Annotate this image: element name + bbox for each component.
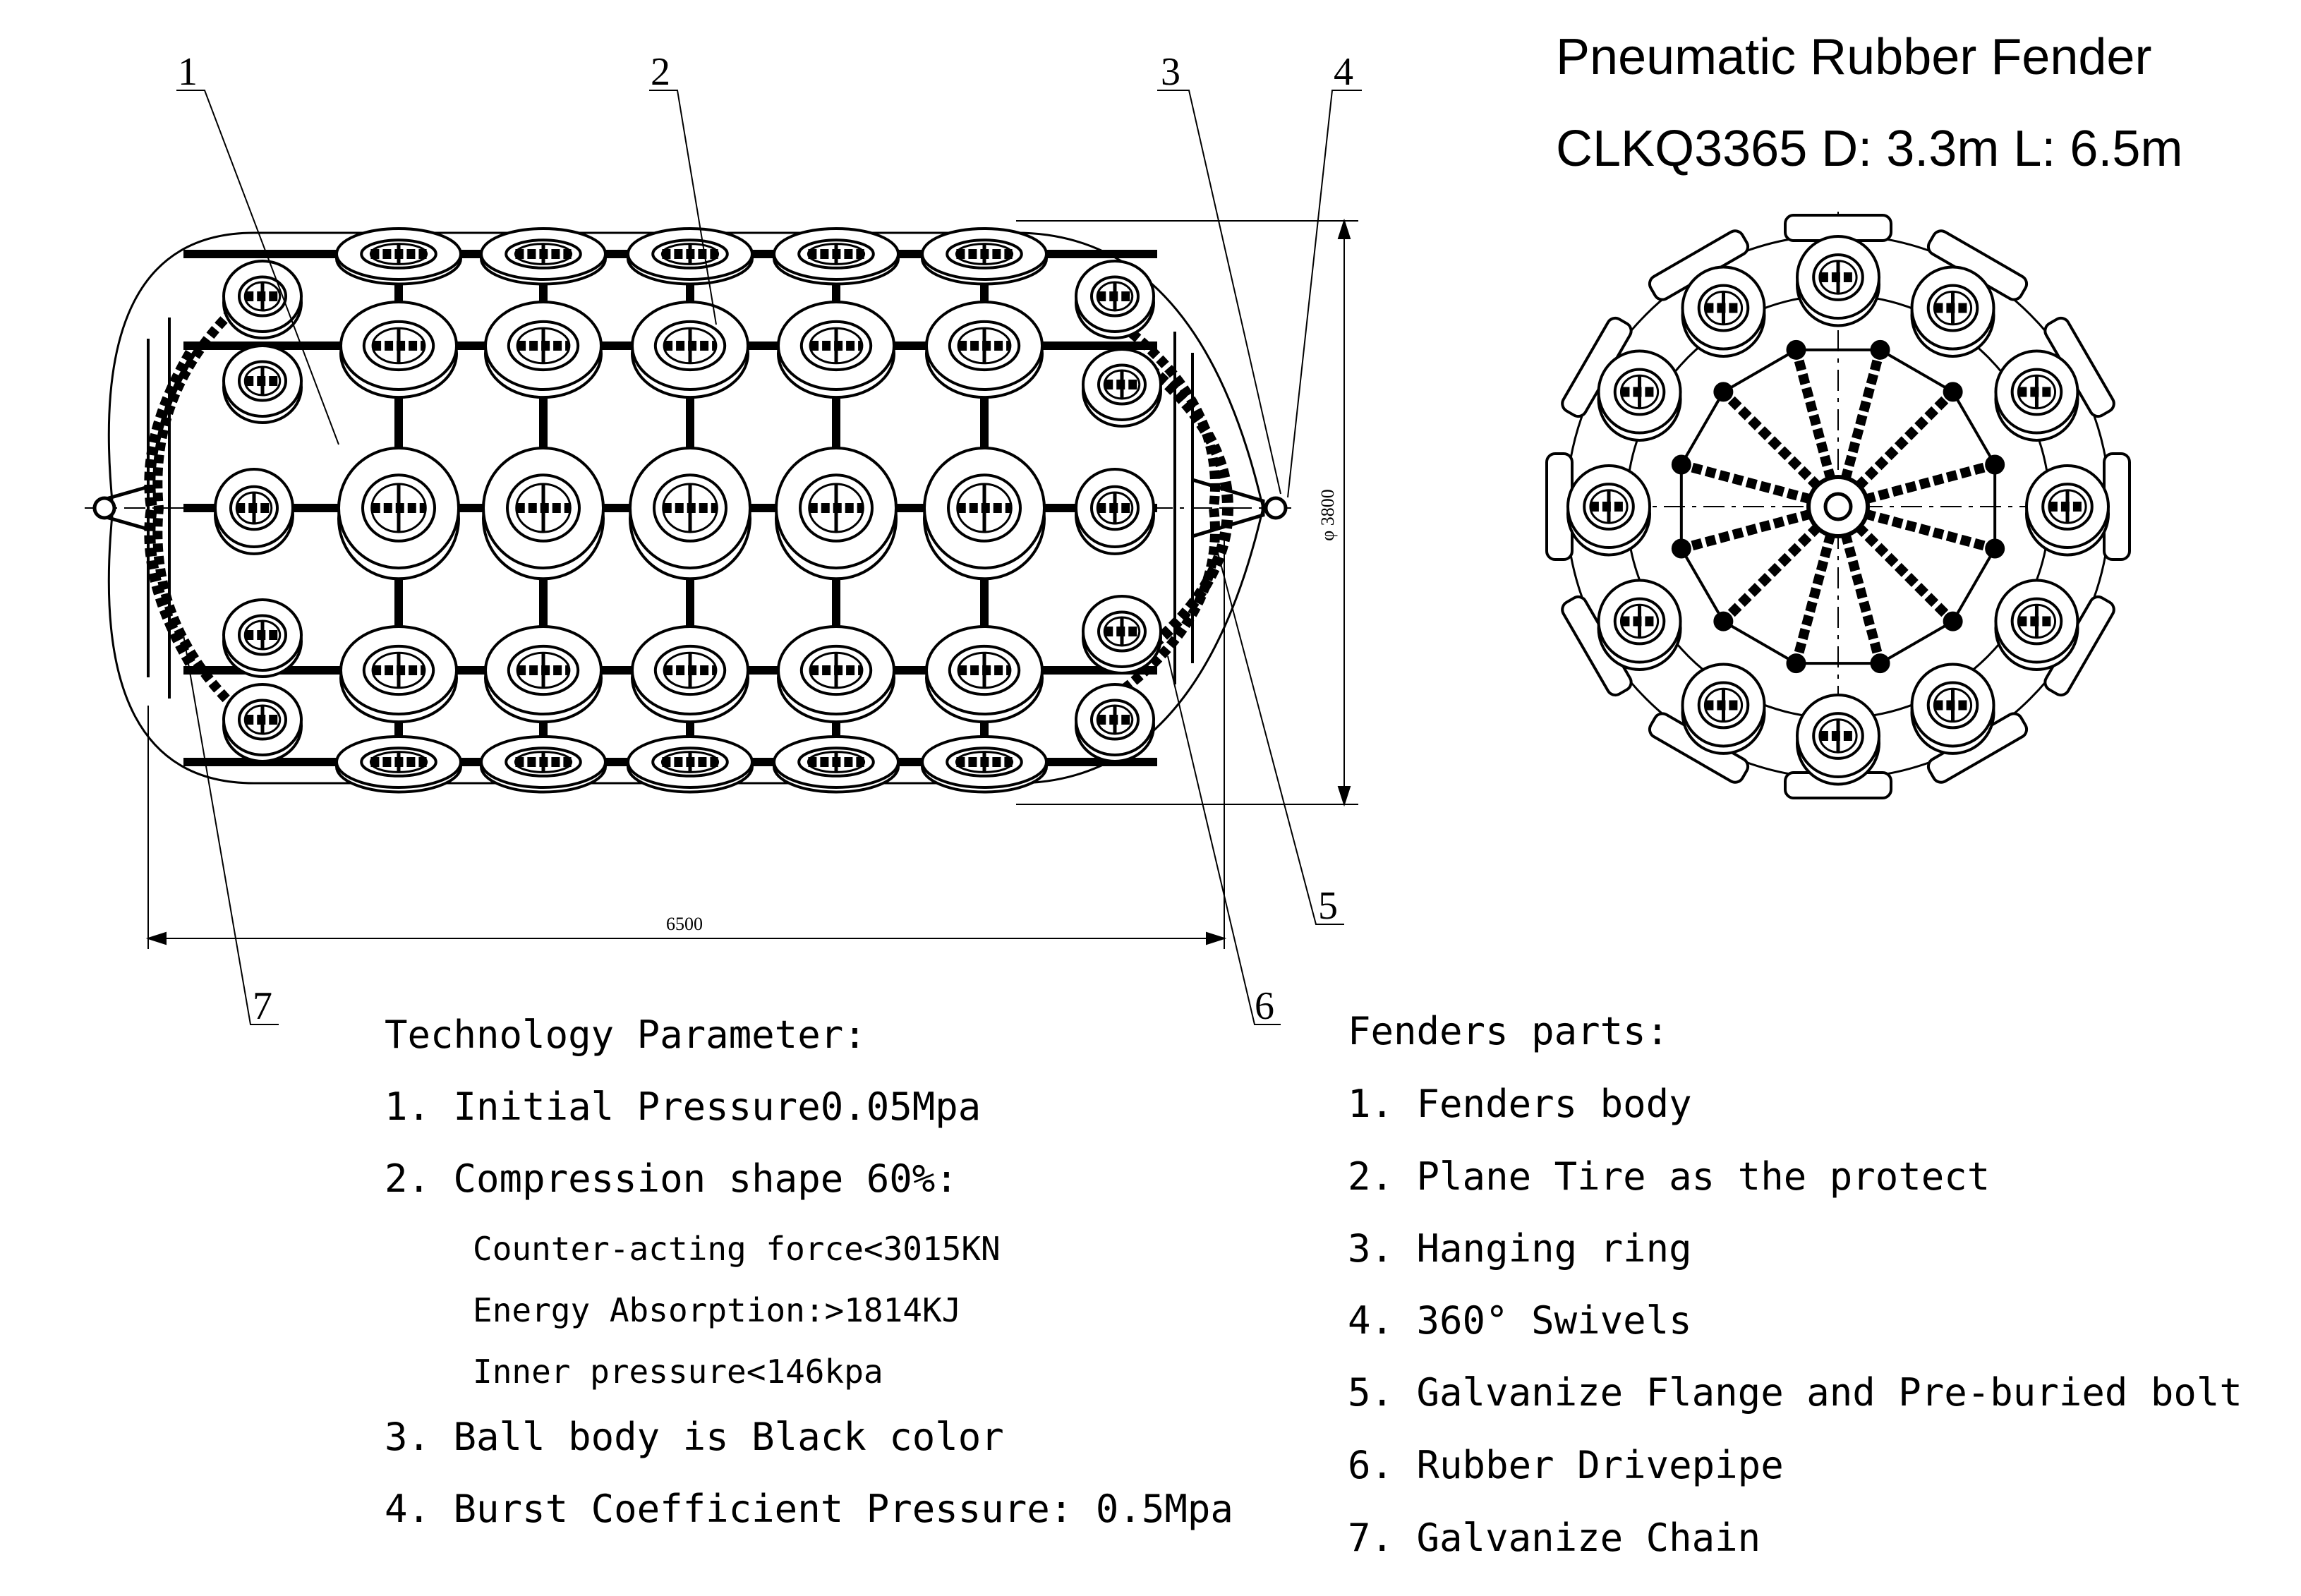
side-tire-r4-c3 bbox=[773, 735, 900, 794]
chain-left-outer bbox=[144, 349, 195, 667]
side-tire-r0-c2 bbox=[627, 227, 754, 286]
parts-item-5: 5. Galvanize Flange and Pre-buried bolt bbox=[1348, 1370, 2242, 1415]
callout-leaders bbox=[176, 90, 1362, 1025]
end-chain-10 bbox=[1835, 388, 1957, 510]
side-tire-r2-c2 bbox=[629, 447, 751, 581]
side-tire-left-2 bbox=[214, 468, 294, 555]
side-tire-r1-c4 bbox=[925, 301, 1044, 399]
end-chain-1 bbox=[1835, 503, 1957, 625]
side-tire-left-0 bbox=[222, 260, 303, 339]
parts-item-3: 3. Hanging ring bbox=[1348, 1226, 1692, 1271]
technology-item-1: 1. Initial Pressure0.05Mpa bbox=[385, 1084, 982, 1129]
side-tire-right-3 bbox=[1082, 595, 1162, 675]
side-tire-r3-c2 bbox=[631, 625, 749, 724]
end-chain-4 bbox=[1720, 503, 1842, 625]
side-tire-r3-c3 bbox=[777, 625, 895, 724]
parts-item-4: 4. 360° Swivels bbox=[1348, 1298, 1692, 1343]
side-tire-r2-c4 bbox=[923, 447, 1046, 581]
callout-6: 6 bbox=[1255, 984, 1274, 1028]
side-tire-r0-c3 bbox=[773, 227, 900, 286]
technology-subitem-3: Inner pressure<146kpa bbox=[473, 1353, 883, 1391]
dimension-lines bbox=[145, 218, 1358, 949]
side-tire-r4-c1 bbox=[480, 735, 607, 794]
end-chain-5 bbox=[1680, 502, 1840, 554]
callout-4: 4 bbox=[1334, 50, 1353, 94]
end-tire-6 bbox=[1566, 464, 1651, 557]
side-tire-r1-c1 bbox=[484, 301, 603, 399]
chain-right-inner bbox=[1098, 306, 1220, 710]
side-tire-r3-c4 bbox=[925, 625, 1044, 724]
end-chain-6 bbox=[1680, 459, 1840, 512]
end-chain-7 bbox=[1720, 388, 1842, 510]
end-chain-0 bbox=[1837, 502, 1996, 554]
side-tire-right-2 bbox=[1075, 468, 1155, 555]
side-tire-right-1 bbox=[1082, 348, 1162, 428]
title-main: Pneumatic Rubber Fender bbox=[1556, 29, 2152, 85]
end-chain-8 bbox=[1791, 349, 1843, 508]
end-tire-1 bbox=[1994, 579, 2079, 671]
side-tire-r4-c4 bbox=[921, 735, 1048, 794]
side-tire-left-1 bbox=[222, 344, 303, 424]
side-tire-r2-c1 bbox=[482, 447, 605, 581]
side-tire-right-4 bbox=[1075, 683, 1155, 763]
side-tire-r0-c1 bbox=[480, 227, 607, 286]
side-tire-r4-c2 bbox=[627, 735, 754, 794]
end-chain-9 bbox=[1833, 349, 1885, 508]
callout-3: 3 bbox=[1161, 50, 1180, 94]
side-tire-right-0 bbox=[1075, 260, 1155, 339]
side-tire-r2-c3 bbox=[775, 447, 898, 581]
side-tire-r0-c0 bbox=[335, 227, 462, 286]
end-tire-11 bbox=[1994, 349, 2079, 442]
end-tire-3 bbox=[1796, 694, 1880, 786]
callout-1: 1 bbox=[178, 50, 198, 94]
end-tire-7 bbox=[1597, 349, 1682, 442]
length-dimension: 6500 bbox=[666, 914, 703, 934]
end-tire-8 bbox=[1681, 265, 1766, 358]
side-tire-left-4 bbox=[222, 683, 303, 763]
end-chain-3 bbox=[1791, 505, 1843, 665]
parts-heading: Fenders parts: bbox=[1348, 1009, 1669, 1053]
chain-right-outer bbox=[1125, 348, 1234, 668]
side-tire-r0-c4 bbox=[921, 227, 1048, 286]
end-tire-9 bbox=[1796, 235, 1880, 327]
side-tire-r4-c0 bbox=[335, 735, 462, 794]
side-view bbox=[85, 227, 1291, 794]
parts-item-1: 1. Fenders body bbox=[1348, 1082, 1692, 1126]
side-tire-r3-c0 bbox=[339, 625, 458, 724]
end-view bbox=[1545, 212, 2131, 804]
diameter-dimension: φ 3800 bbox=[1317, 489, 1338, 541]
title-model: CLKQ3365 D: 3.3m L: 6.5m bbox=[1556, 121, 2183, 177]
parts-item-6: 6. Rubber Drivepipe bbox=[1348, 1443, 1784, 1487]
technology-item-3: 3. Ball body is Black color bbox=[385, 1415, 1004, 1459]
end-chain-11 bbox=[1837, 459, 1996, 512]
end-chain-2 bbox=[1833, 505, 1885, 665]
callout-5: 5 bbox=[1318, 884, 1338, 928]
side-tire-r2-c0 bbox=[337, 447, 460, 581]
parts-item-7: 7. Galvanize Chain bbox=[1348, 1516, 1761, 1560]
technology-item-4: 4. Burst Coefficient Pressure: 0.5Mpa bbox=[385, 1487, 1233, 1531]
technology-subitem-2: Energy Absorption:>1814KJ bbox=[473, 1291, 962, 1329]
side-tire-r1-c2 bbox=[631, 301, 749, 399]
callout-7: 7 bbox=[253, 984, 272, 1028]
technology-heading: Technology Parameter: bbox=[385, 1012, 866, 1057]
technology-subitem-1: Counter-acting force<3015KN bbox=[473, 1230, 1001, 1268]
side-tire-r3-c1 bbox=[484, 625, 603, 724]
end-tire-0 bbox=[2025, 464, 2110, 557]
parts-item-2: 2. Plane Tire as the protect bbox=[1348, 1154, 1991, 1199]
end-tire-2 bbox=[1910, 663, 1995, 755]
callout-2: 2 bbox=[651, 50, 670, 94]
technology-item-2: 2. Compression shape 60%: bbox=[385, 1156, 958, 1201]
side-tire-r1-c3 bbox=[777, 301, 895, 399]
end-tire-4 bbox=[1681, 663, 1766, 755]
side-tire-left-3 bbox=[222, 598, 303, 678]
end-tire-5 bbox=[1597, 579, 1682, 671]
side-tire-r1-c0 bbox=[339, 301, 458, 399]
chain-left-inner bbox=[152, 307, 236, 709]
end-tire-10 bbox=[1910, 265, 1995, 358]
